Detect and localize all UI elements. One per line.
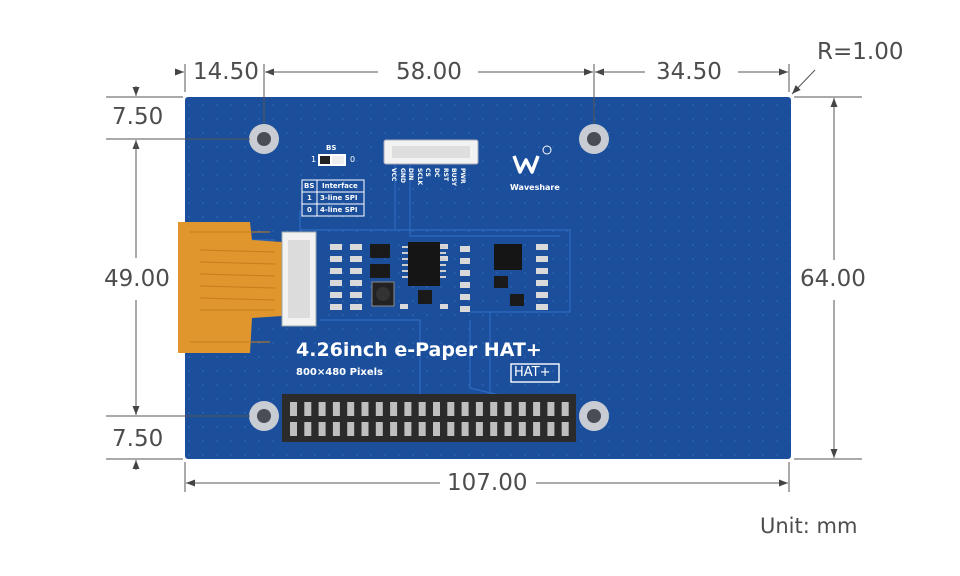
header-pin xyxy=(461,422,469,436)
bs-table-cell: 3-line SPI xyxy=(320,194,358,202)
header-pin xyxy=(547,422,555,436)
hat-badge: HAT+ xyxy=(514,365,551,380)
header-pin xyxy=(561,422,569,436)
pin-label: DIN xyxy=(407,168,415,181)
header-pin xyxy=(404,422,412,436)
header-pin xyxy=(518,402,526,416)
bs-table xyxy=(301,179,365,217)
header-pin xyxy=(390,402,398,416)
top-connector xyxy=(383,139,479,165)
pin-label: SCLK xyxy=(415,168,423,186)
pin-label: RST xyxy=(441,168,449,182)
bs-switch xyxy=(318,154,346,166)
passive-components xyxy=(330,244,548,312)
dim-top-right: 34.50 xyxy=(656,59,722,85)
header-pin xyxy=(318,402,326,416)
waveshare-logo-text: Waveshare xyxy=(510,183,560,192)
ic-chips xyxy=(370,242,524,307)
pcb-board xyxy=(185,97,791,459)
header-pin xyxy=(475,402,483,416)
gpio-header xyxy=(282,394,576,442)
bs-one: 1 xyxy=(311,155,317,164)
header-pin xyxy=(332,402,340,416)
pin-label: VCC xyxy=(390,168,397,182)
header-pin xyxy=(304,402,312,416)
header-pin xyxy=(533,402,541,416)
bs-label: BS xyxy=(326,144,337,152)
header-pin xyxy=(504,402,512,416)
header-pin xyxy=(561,402,569,416)
header-pin xyxy=(518,422,526,436)
header-pin xyxy=(418,422,426,436)
dim-left-top: 7.50 xyxy=(112,104,164,130)
header-pin xyxy=(404,402,412,416)
header-pin xyxy=(361,402,369,416)
header-pin xyxy=(304,422,312,436)
header-pin xyxy=(533,422,541,436)
header-pin xyxy=(447,422,455,436)
dim-bottom-width: 107.00 xyxy=(447,470,528,496)
header-pin xyxy=(475,422,483,436)
unit-label: Unit: mm xyxy=(760,514,858,538)
bs-table-header-bs: BS xyxy=(304,182,315,190)
header-pin xyxy=(418,402,426,416)
bs-zero: 0 xyxy=(350,155,356,164)
header-pin xyxy=(504,422,512,436)
header-pin xyxy=(433,402,440,416)
hat-badge-frame xyxy=(510,363,560,383)
header-pin xyxy=(318,422,326,436)
dim-top-left: 14.50 xyxy=(193,59,259,85)
header-pin xyxy=(433,422,440,436)
header-pins xyxy=(290,402,569,436)
board-title: 4.26inch e-Paper HAT+ xyxy=(296,339,542,361)
dim-left-bottom: 7.50 xyxy=(112,426,164,452)
header-pin xyxy=(375,422,383,436)
header-pin xyxy=(290,422,297,436)
dim-left-mid: 49.00 xyxy=(104,266,170,292)
pin-label: DC xyxy=(433,168,440,178)
pin-label: CS xyxy=(424,168,432,177)
dim-right-height: 64.00 xyxy=(800,266,866,292)
mounting-holes xyxy=(249,124,609,431)
bs-table-header-interface: Interface xyxy=(322,182,358,190)
header-pin xyxy=(490,422,498,436)
header-pin xyxy=(361,422,369,436)
header-pin xyxy=(290,402,297,416)
waveshare-logo-icon xyxy=(512,145,552,174)
header-pin xyxy=(461,402,469,416)
pin-label: PWR xyxy=(458,168,466,184)
fpc-connector xyxy=(281,231,317,327)
board-subtitle: 800×480 Pixels xyxy=(296,367,383,378)
header-pin xyxy=(347,422,355,436)
dim-top-mid: 58.00 xyxy=(396,59,462,85)
header-pin xyxy=(332,422,340,436)
header-pin xyxy=(347,402,355,416)
bs-table-cell: 4-line SPI xyxy=(320,206,358,214)
fpc-ribbon xyxy=(178,222,282,353)
header-pin xyxy=(447,402,455,416)
header-pin xyxy=(375,402,383,416)
header-pin xyxy=(490,402,498,416)
pin-label: BUSY xyxy=(450,168,458,187)
header-pin xyxy=(390,422,398,436)
bs-table-cell: 0 xyxy=(307,206,312,214)
dimension-lines xyxy=(106,64,862,492)
dim-radius: R=1.00 xyxy=(817,39,904,65)
pin-label: GND xyxy=(398,168,406,183)
header-pin xyxy=(547,402,555,416)
bs-table-cell: 1 xyxy=(307,194,312,202)
